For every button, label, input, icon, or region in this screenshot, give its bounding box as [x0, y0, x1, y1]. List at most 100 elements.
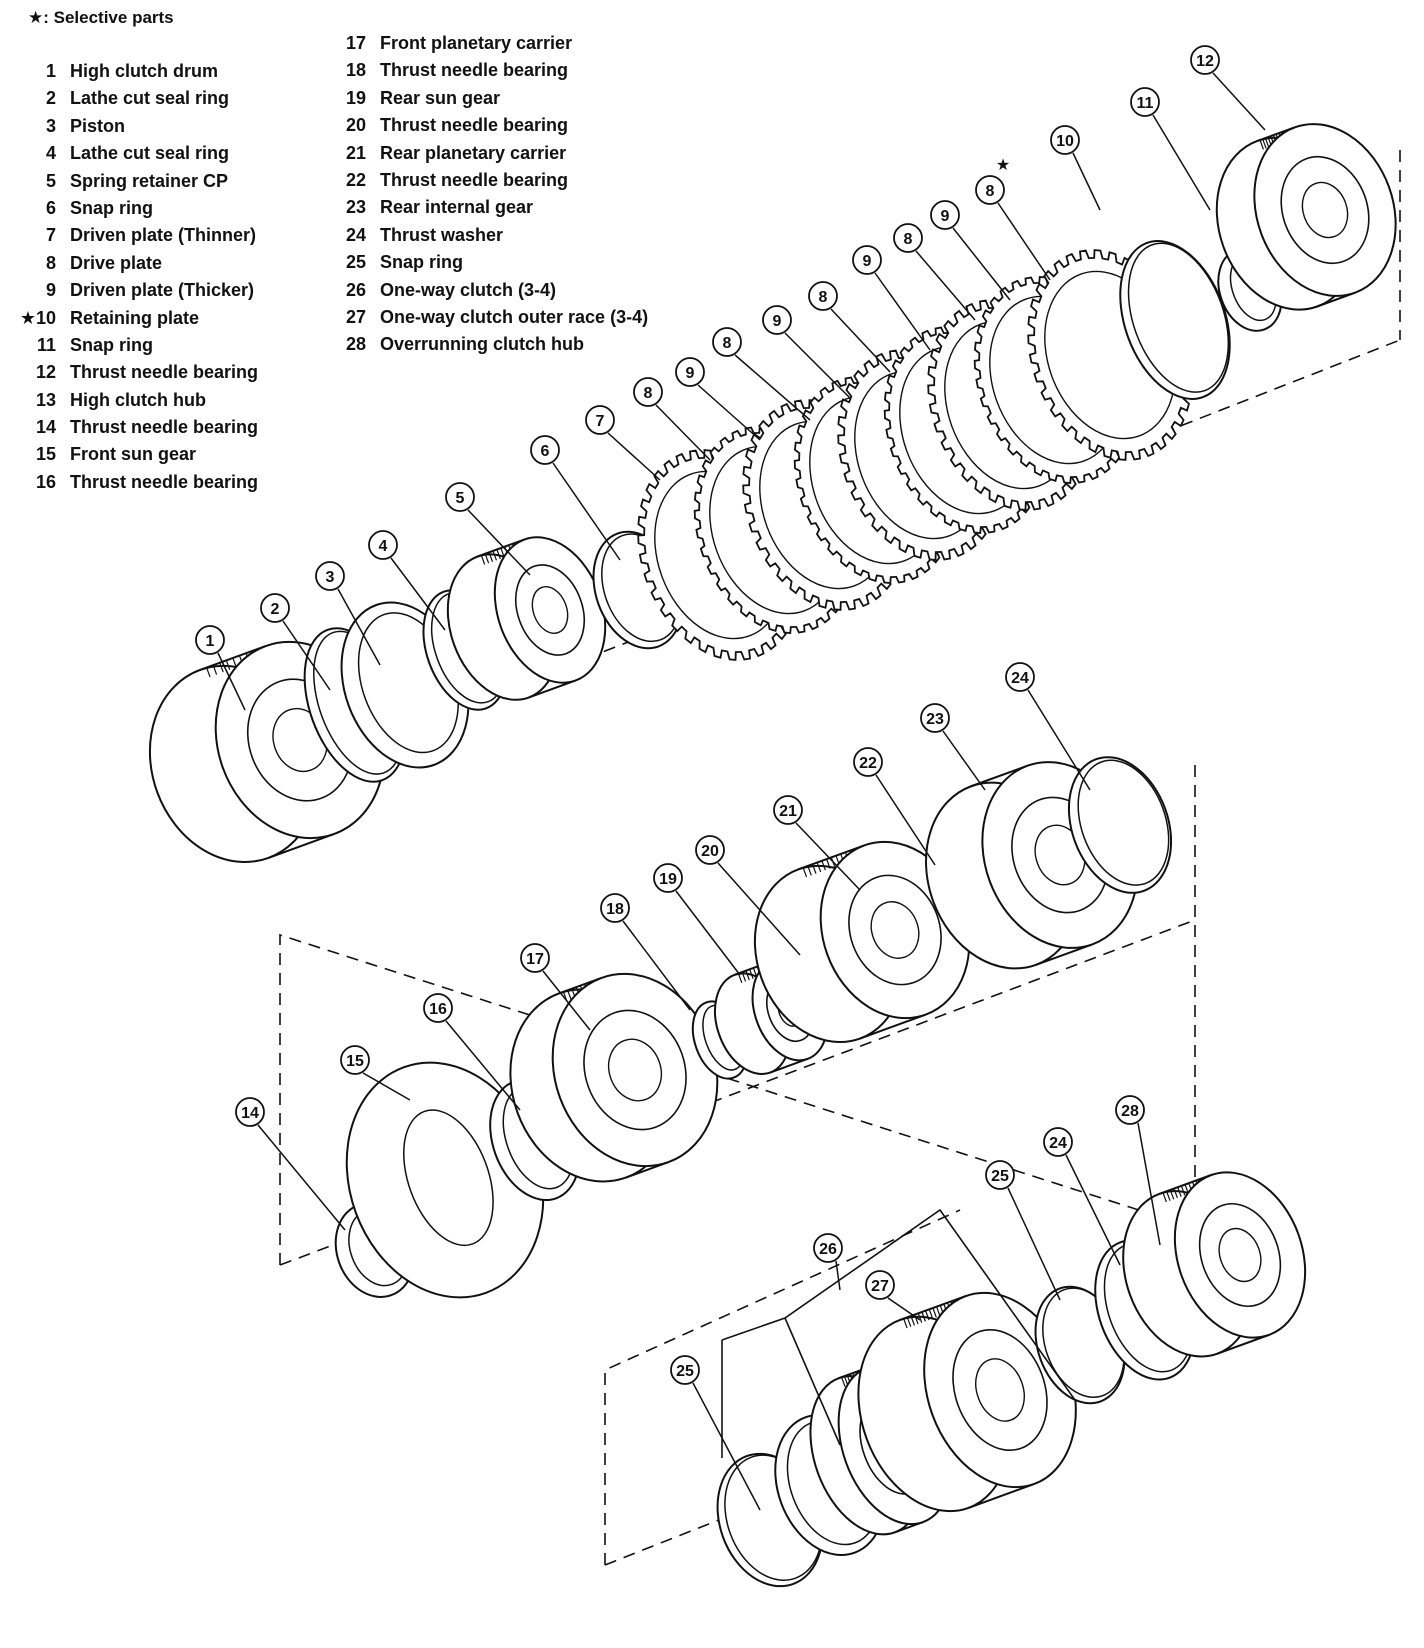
callout-14: 14: [235, 1097, 346, 1231]
callout-circle: [670, 1355, 700, 1385]
callout-label: 21: [779, 803, 797, 820]
callout-circle: [762, 305, 792, 335]
leader-line: [875, 774, 936, 866]
callout-25: 25: [985, 1160, 1061, 1301]
leader-line: [692, 1382, 761, 1511]
callout-label: 9: [941, 208, 950, 225]
callout-2: 2: [260, 593, 331, 691]
selective-parts-note: ★: Selective parts: [28, 8, 174, 27]
callout-label: 4: [379, 538, 388, 555]
callout-circle: [423, 993, 453, 1023]
callout-label: 22: [859, 755, 877, 772]
leader-line: [1072, 152, 1101, 211]
callout-label: 8: [904, 231, 913, 248]
callout-circle: [585, 405, 615, 435]
leader-line: [257, 1124, 346, 1231]
callout-label: 12: [1196, 53, 1214, 70]
callout-7: 7: [585, 405, 661, 481]
callout-16: 16: [423, 993, 521, 1111]
callout-1: 1: [195, 625, 246, 711]
overrunning-clutch-hub: [1122, 1171, 1307, 1358]
leader-line: [835, 1260, 841, 1291]
leader-line: [445, 1020, 521, 1111]
callout-9: 9: [762, 305, 851, 399]
leader-line: [915, 250, 976, 321]
callout-label: 8: [986, 183, 995, 200]
callout-circle: [315, 561, 345, 591]
callout-label: 9: [773, 313, 782, 330]
callout-circle: [773, 795, 803, 825]
callout-label: 23: [926, 711, 944, 728]
leader-line: [697, 384, 761, 441]
callout-circle: [653, 863, 683, 893]
callout-circle: [695, 835, 725, 865]
callout-8: 8: [633, 377, 711, 461]
leader-line: [717, 862, 801, 956]
callout-4: 4: [368, 530, 446, 631]
callout-circle: [808, 281, 838, 311]
callout-25: 25: [670, 1355, 761, 1511]
callout-27: 27: [865, 1270, 921, 1321]
callout-20: 20: [695, 835, 801, 956]
callout-label: 11: [1137, 95, 1154, 112]
callout-circle: [235, 1097, 265, 1127]
leader-line: [830, 308, 891, 373]
callout-label: 15: [346, 1053, 364, 1070]
bracket-26-mid: [784, 1317, 841, 1446]
leader-line: [887, 1297, 921, 1321]
callout-circle: [340, 1045, 370, 1075]
leader-line: [952, 227, 1011, 301]
callout-label: 25: [991, 1168, 1009, 1185]
callout-label: 8: [644, 385, 653, 402]
thrust-washer-24: [1067, 756, 1173, 894]
callout-circle: [712, 327, 742, 357]
callout-circle: [920, 703, 950, 733]
bracket-26-top: [721, 1208, 1076, 1401]
callout-circle: [260, 593, 290, 623]
callout-12: 12: [1190, 45, 1266, 131]
callout-22: 22: [853, 747, 936, 866]
high-clutch-hub: [1215, 123, 1397, 311]
leader-line: [390, 557, 446, 631]
callout-circle: [1005, 662, 1035, 692]
leader-line: [607, 432, 661, 481]
leader-line: [362, 1072, 411, 1101]
leader-line: [282, 620, 331, 691]
callout-label: 14: [241, 1105, 259, 1122]
leader-line: [1065, 1154, 1121, 1266]
leader-line: [1027, 689, 1091, 791]
callout-label: 6: [541, 443, 550, 460]
callout-circle: [368, 530, 398, 560]
callout-circle: [195, 625, 225, 655]
callout-24: 24: [1043, 1127, 1121, 1266]
callout-circle: [893, 223, 923, 253]
callout-8: 8: [808, 281, 891, 373]
callout-28: 28: [1115, 1095, 1161, 1246]
leader-line: [784, 332, 851, 399]
leader-line: [795, 822, 861, 891]
callout-5: 5: [445, 482, 531, 576]
middle-frame: [279, 933, 1196, 1265]
callout-label: 24: [1011, 670, 1029, 687]
callout-circle: [813, 1233, 843, 1263]
front-planetary-carrier: [509, 972, 719, 1183]
